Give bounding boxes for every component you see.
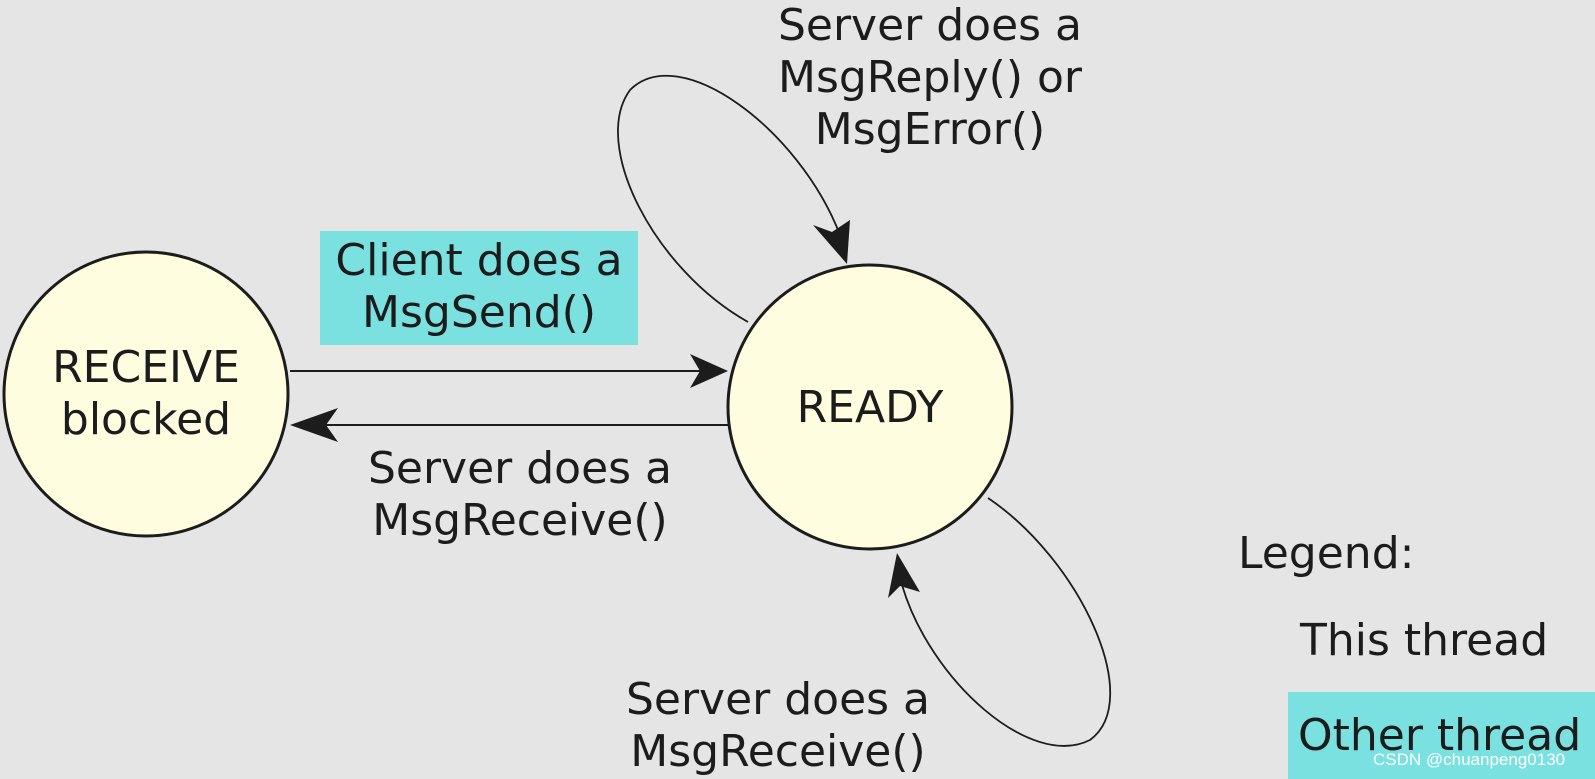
receive-loop-label-line2: MsgReceive()	[630, 726, 926, 777]
receive-loop-arc	[901, 497, 1112, 747]
legend-this-thread: This thread	[1300, 615, 1549, 666]
receive-loop-label: Server does a MsgReceive()	[608, 674, 948, 778]
legend-other-thread: Other thread	[1288, 692, 1595, 779]
receive-loop-arrowhead	[888, 553, 920, 598]
watermark: CSDN @chuanpeng0130	[1373, 750, 1566, 769]
msgreceive-arrowhead	[290, 408, 338, 442]
msgreceive-transition-label: Server does a MsgReceive()	[350, 443, 690, 547]
reply-loop-label-line1: Server does a	[777, 0, 1083, 51]
ready-label: READY	[796, 382, 944, 433]
reply-loop-arrowhead	[813, 220, 850, 264]
reply-loop-label-line2: MsgReply() or	[777, 52, 1082, 103]
receive-label-line2: blocked	[60, 394, 232, 445]
msgreceive-label-line1: Server does a	[367, 443, 673, 494]
ready-state	[726, 263, 1014, 551]
receive-blocked-label: RECEIVE blocked	[26, 342, 266, 446]
msgsend-transition-label: Client does a MsgSend()	[320, 231, 638, 345]
reply-loop-label: Server does a MsgReply() or MsgError()	[745, 0, 1115, 156]
msgreceive-label-line2: MsgReceive()	[372, 495, 668, 546]
reply-loop-arc	[617, 74, 841, 323]
reply-loop-label-line3: MsgError()	[814, 104, 1046, 155]
msgsend-arrowhead	[690, 354, 728, 388]
receive-blocked-state	[2, 250, 290, 538]
receive-label-line1: RECEIVE	[52, 342, 240, 393]
msgsend-label-line2: MsgSend()	[362, 287, 596, 338]
msgsend-label-line1: Client does a	[335, 235, 623, 286]
receive-loop-label-line1: Server does a	[625, 674, 931, 725]
legend-title: Legend:	[1238, 528, 1415, 579]
